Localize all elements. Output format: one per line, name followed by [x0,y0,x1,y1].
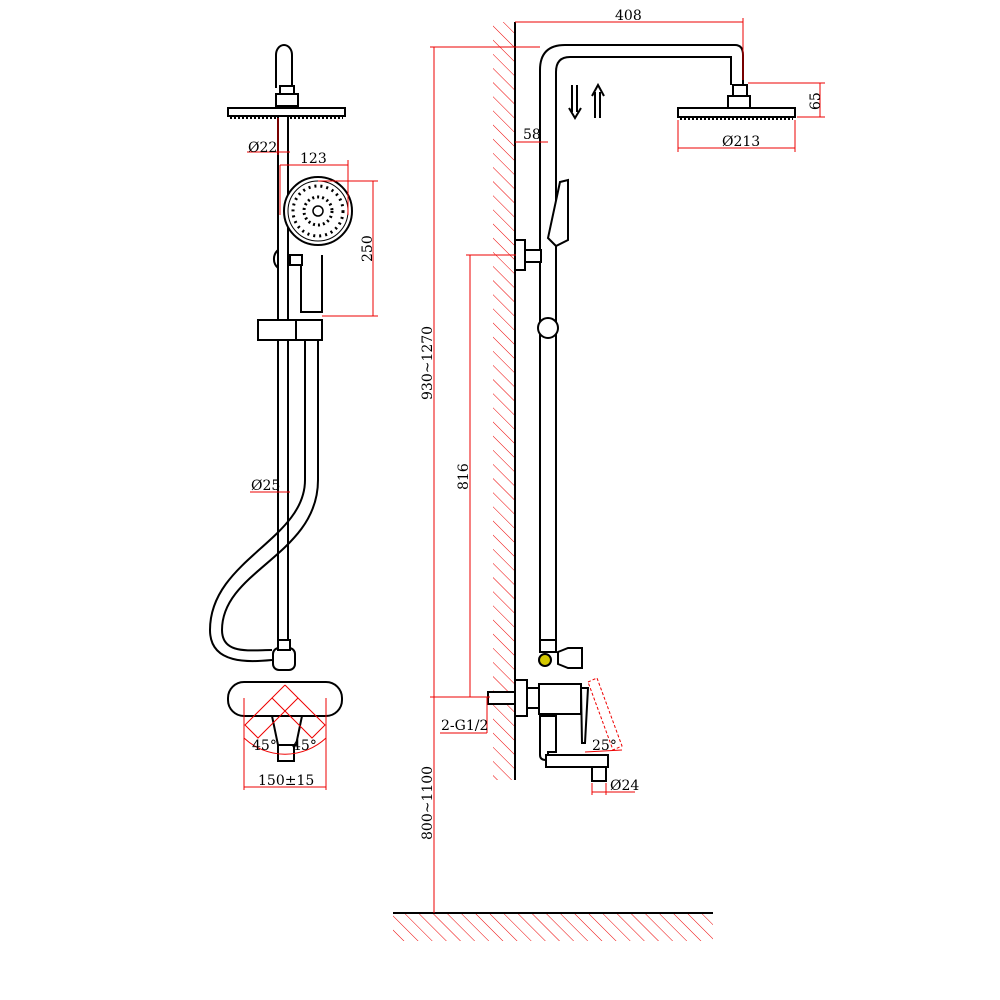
holder-knob [272,247,279,271]
dim-arm-length: 408 [615,8,642,24]
dim-spout-diameter: Ø24 [610,778,639,794]
arm-connector [279,85,295,95]
side-view: 408 65 Ø213 58 930~1270 816 800~1100 2-G… [393,8,825,941]
dim-wall-offset: 58 [523,127,541,143]
slider-bracket [257,319,299,341]
dim-head-diameter: Ø213 [722,134,760,150]
dim-pipe-diameter: Ø22 [248,140,277,156]
flow-arrow-up [591,82,605,118]
inlet-connector [487,691,516,705]
slider-knob [537,317,559,339]
diverter [272,647,296,671]
side-lever [579,687,590,744]
dim-head-height: 65 [808,92,824,110]
shower-arm [539,44,744,650]
hose [208,340,306,663]
dim-inlet-spacing: 150±15 [258,773,314,789]
wall-bracket [514,239,526,271]
dim-lever-angle: 25° [592,738,617,754]
dim-inlet-height: 800~1100 [420,766,436,840]
front-dimensions [243,118,378,790]
shower-arm-top [275,44,293,88]
front-view: Ø22 123 250 Ø25 45° 45° 150±15 [208,44,378,790]
dim-angle-right: 45° [292,738,317,754]
spout [270,715,304,746]
side-mixer-body [538,683,582,715]
side-spout [545,754,609,768]
side-rain-head [677,107,796,118]
dim-total-height: 930~1270 [420,326,436,400]
floor-hatch [393,913,713,941]
diverter-knob [538,653,552,667]
dim-handshower-length: 250 [360,235,376,262]
dim-handshower-width: 123 [300,151,327,167]
head-connector [275,93,299,107]
dim-inlet-thread: 2-G1/2 [441,718,488,734]
dim-angle-left: 45° [252,738,277,754]
side-handshower [546,178,569,248]
rain-shower-head [227,107,346,117]
dim-riser-diameter: Ø25 [251,478,280,494]
handshower-handle [300,255,323,313]
side-dimensions [430,18,825,913]
wall-hatch [493,22,515,780]
flow-arrow-down [568,85,582,120]
dim-bracket-to-inlet: 816 [456,463,472,490]
